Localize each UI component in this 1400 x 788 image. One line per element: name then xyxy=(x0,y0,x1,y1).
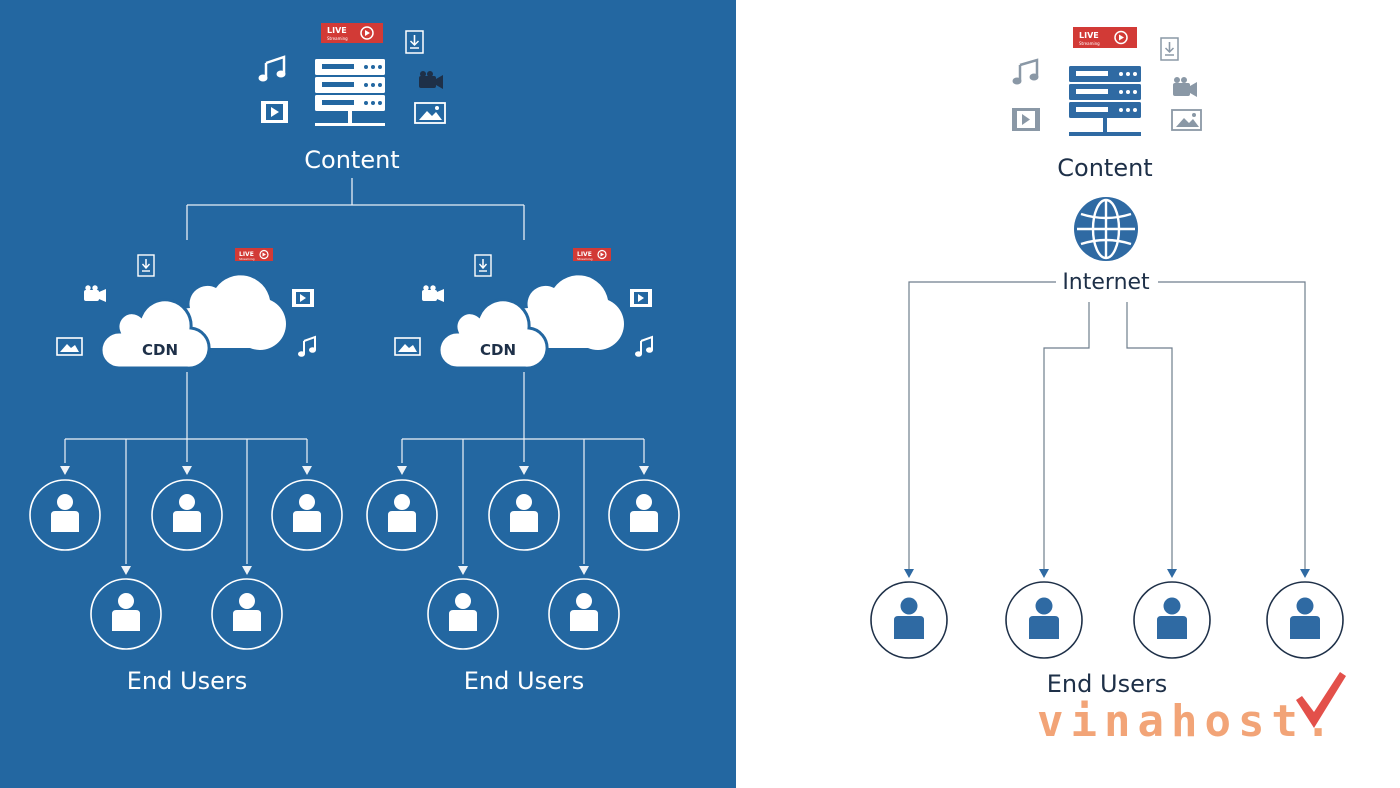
live-streaming-badge: LIVE Streaming xyxy=(573,248,611,261)
music-note-icon xyxy=(258,55,286,82)
video-camera-icon xyxy=(422,285,444,302)
download-icon xyxy=(137,254,155,277)
cdn-right-label: CDN xyxy=(480,341,516,359)
video-play-icon xyxy=(292,289,314,307)
arrow-head xyxy=(639,466,649,475)
live-streaming-badge: LIVE Streaming xyxy=(1073,27,1137,48)
arrow-head xyxy=(1167,569,1177,578)
arrow-head xyxy=(579,566,589,575)
download-icon xyxy=(474,254,492,277)
music-note-icon xyxy=(635,335,653,357)
arrow-head xyxy=(302,466,312,475)
live-streaming-badge: LIVE Streaming xyxy=(321,23,383,43)
right-end-users-label: End Users xyxy=(1047,670,1167,698)
right-content-label: Content xyxy=(1057,154,1152,182)
checkmark-icon xyxy=(1296,672,1346,728)
live-streaming-badge: LIVE Streaming xyxy=(235,248,273,261)
cdn-cloud-left: CDN LIVE Streaming xyxy=(56,248,316,370)
left-panel-background xyxy=(0,0,736,788)
video-camera-icon xyxy=(419,71,443,89)
arrow-head xyxy=(121,566,131,575)
download-icon xyxy=(1160,37,1179,61)
live-badge-title: LIVE xyxy=(327,26,347,35)
cdn-cloud-right: CDN LIVE Streaming xyxy=(394,248,653,370)
video-play-icon xyxy=(261,101,288,123)
image-icon xyxy=(1171,109,1202,131)
right-end-users-label: End Users xyxy=(464,667,584,695)
cdn-to-users-connectors xyxy=(60,372,649,575)
image-icon xyxy=(394,337,421,356)
arrow-head xyxy=(458,566,468,575)
live-badge-title: LIVE xyxy=(1079,31,1099,40)
content-to-cdn-connectors xyxy=(186,178,525,240)
image-icon xyxy=(414,102,446,124)
arrow-head xyxy=(1039,569,1049,578)
live-badge-subtitle: Streaming xyxy=(327,36,348,41)
globe-icon xyxy=(1074,197,1138,261)
right-content-group: LIVE Streaming xyxy=(1012,27,1202,182)
left-content-label: Content xyxy=(304,146,399,174)
arrow-head xyxy=(519,466,529,475)
internet-to-users-connectors xyxy=(904,281,1310,578)
image-icon xyxy=(56,337,83,356)
left-end-users-label: End Users xyxy=(127,667,247,695)
cdn-left-label: CDN xyxy=(142,341,178,359)
live-badge-title: LIVE xyxy=(577,251,592,258)
arrow-head xyxy=(60,466,70,475)
vinahost-watermark-logo: vinahost. xyxy=(1037,672,1346,747)
arrow-head xyxy=(397,466,407,475)
arrow-head xyxy=(182,466,192,475)
video-play-icon xyxy=(630,289,652,307)
server-icon xyxy=(1069,66,1141,136)
arrow-head xyxy=(242,566,252,575)
video-play-icon xyxy=(1012,108,1040,131)
download-icon xyxy=(405,30,424,54)
music-note-icon xyxy=(1012,58,1039,85)
video-camera-icon xyxy=(84,285,106,302)
live-badge-subtitle: Streaming xyxy=(239,257,255,261)
arrow-head xyxy=(904,569,914,578)
right-panel-background xyxy=(736,0,1400,788)
live-badge-title: LIVE xyxy=(239,251,254,258)
left-content-group: LIVE Streaming xyxy=(258,23,446,174)
video-camera-icon xyxy=(1173,77,1197,97)
live-badge-subtitle: Streaming xyxy=(1079,41,1100,46)
music-note-icon xyxy=(298,335,316,357)
watermark-text: vinahost. xyxy=(1037,696,1338,747)
arrow-head xyxy=(1300,569,1310,578)
server-icon xyxy=(315,59,385,126)
internet-label: Internet xyxy=(1062,270,1150,295)
live-badge-subtitle: Streaming xyxy=(577,257,593,261)
